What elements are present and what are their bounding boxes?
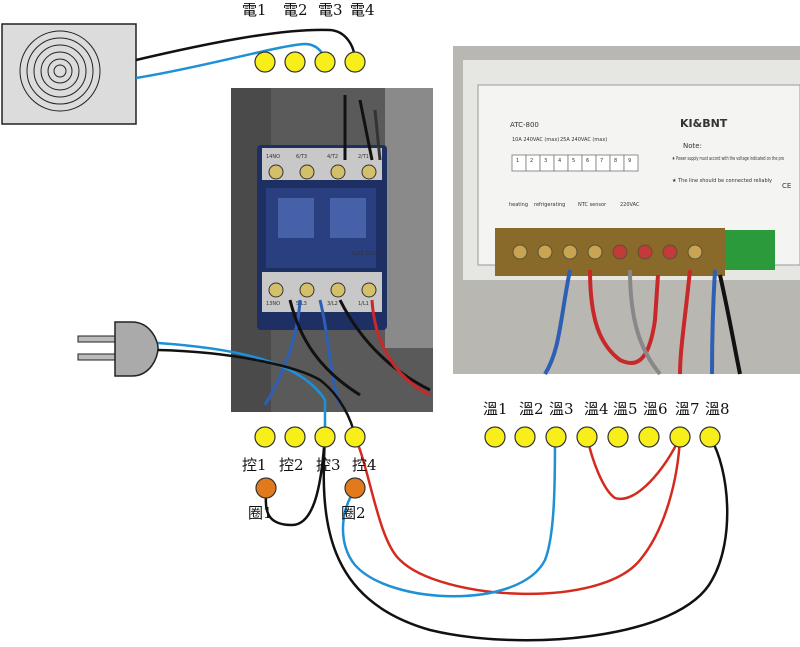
control-terminal-4 [344,426,366,448]
coil-terminal-1 [255,477,277,499]
temp-terminals: 溫1 溫2 溫3 溫4 溫5 溫6 溫7 溫8 [483,400,730,448]
temp-terminal-label-3: 溫3 [549,400,574,418]
temp-terminal-6 [638,426,660,448]
controller-function-ntc: NTC sensor [578,202,607,208]
controller-function-refrigerating: refrigerating [534,202,565,208]
coil-terminal-label-1: 圈1 [248,504,273,522]
heater-plate [1,23,137,125]
contactor-model: CJX2 1810 [352,251,378,257]
power-terminal-label-4: 電4 [350,1,375,19]
temp-terminal-1 [484,426,506,448]
temp-terminal-label-8: 溫8 [705,400,730,418]
temp-terminal-label-4: 溫4 [584,400,609,418]
controller-terminal-9: 9 [628,158,631,164]
controller-note-2: ★ The line should be connected reliably [672,178,772,184]
temp-terminal-label-6: 溫6 [643,400,668,418]
controller-brand: KI&BNT [680,117,728,130]
controller-function-power: 220VAC [620,202,640,208]
power-terminal-label-3: 電3 [318,1,343,19]
control-terminal-label-4: 控4 [352,456,377,474]
controller-ce-mark: CE [782,182,791,190]
temp-terminal-3 [545,426,567,448]
controller-terminal-5: 5 [572,158,575,164]
power-terminals: 電1 電2 電3 電4 [242,1,375,73]
coil-terminals: 圈1 圈2 [248,477,366,522]
controller-photo: ATC-800 KI&BNT 10A 240VAC (max) 25A 240V… [453,46,800,376]
temp-terminal-label-5: 溫5 [613,400,638,418]
controller-terminal-7: 7 [600,158,603,164]
controller-model: ATC-800 [510,121,539,129]
power-terminal-2 [284,51,306,73]
controller-relay-2-rating: 25A 240VAC (max) [560,137,607,143]
controller-terminal-4: 4 [558,158,561,164]
contactor-top-label-2: 6/T3 [296,154,307,160]
control-terminal-1 [254,426,276,448]
controller-terminal-3: 3 [544,158,547,164]
control-terminal-2 [284,426,306,448]
controller-relay-1-rating: 10A 240VAC (max) [512,137,559,143]
temp-terminal-5 [607,426,629,448]
temp-terminal-8 [699,426,721,448]
power-terminal-label-2: 電2 [283,1,308,19]
controller-function-heating: heating [509,202,528,208]
external-wires [135,28,729,642]
power-terminal-4 [344,51,366,73]
power-terminal-label-1: 電1 [242,1,267,19]
controller-note-1: ★ Power supply must accord with the volt… [672,156,784,162]
power-plug [77,321,159,377]
power-terminal-1 [254,51,276,73]
temp-terminal-7 [669,426,691,448]
contactor-top-label-3: 4/T2 [327,154,338,160]
temp-terminal-label-2: 溫2 [519,400,544,418]
control-terminal-label-3: 控3 [316,456,341,474]
control-terminal-3 [314,426,336,448]
contactor-bottom-label-2: 5/L3 [296,301,307,307]
contactor-top-label-1: 14NO [266,154,280,160]
controller-terminal-6: 6 [586,158,589,164]
control-terminal-label-1: 控1 [242,456,267,474]
control-terminals: 控1 控2 控3 控4 [242,426,377,474]
contactor-bottom-label-1: 13NO [266,301,280,307]
coil-terminal-label-2: 圈2 [341,504,366,522]
contactor-bottom-label-3: 3/L2 [327,301,338,307]
controller-terminal-8: 8 [614,158,617,164]
controller-terminal-1: 1 [516,158,519,164]
contactor-photo: 14NO 6/T3 4/T2 2/T1 13NO 5/L3 3/L2 1/L1 … [231,88,433,412]
control-terminal-label-2: 控2 [279,456,304,474]
controller-note-title: Note: [683,142,702,150]
power-terminal-3 [314,51,336,73]
contactor-bottom-label-4: 1/L1 [358,301,369,307]
temp-terminal-label-7: 溫7 [675,400,700,418]
controller-terminal-2: 2 [530,158,533,164]
contactor-top-label-4: 2/T1 [358,154,369,160]
temp-terminal-4 [576,426,598,448]
temp-terminal-2 [514,426,536,448]
coil-terminal-2 [344,477,366,499]
temp-terminal-label-1: 溫1 [483,400,508,418]
